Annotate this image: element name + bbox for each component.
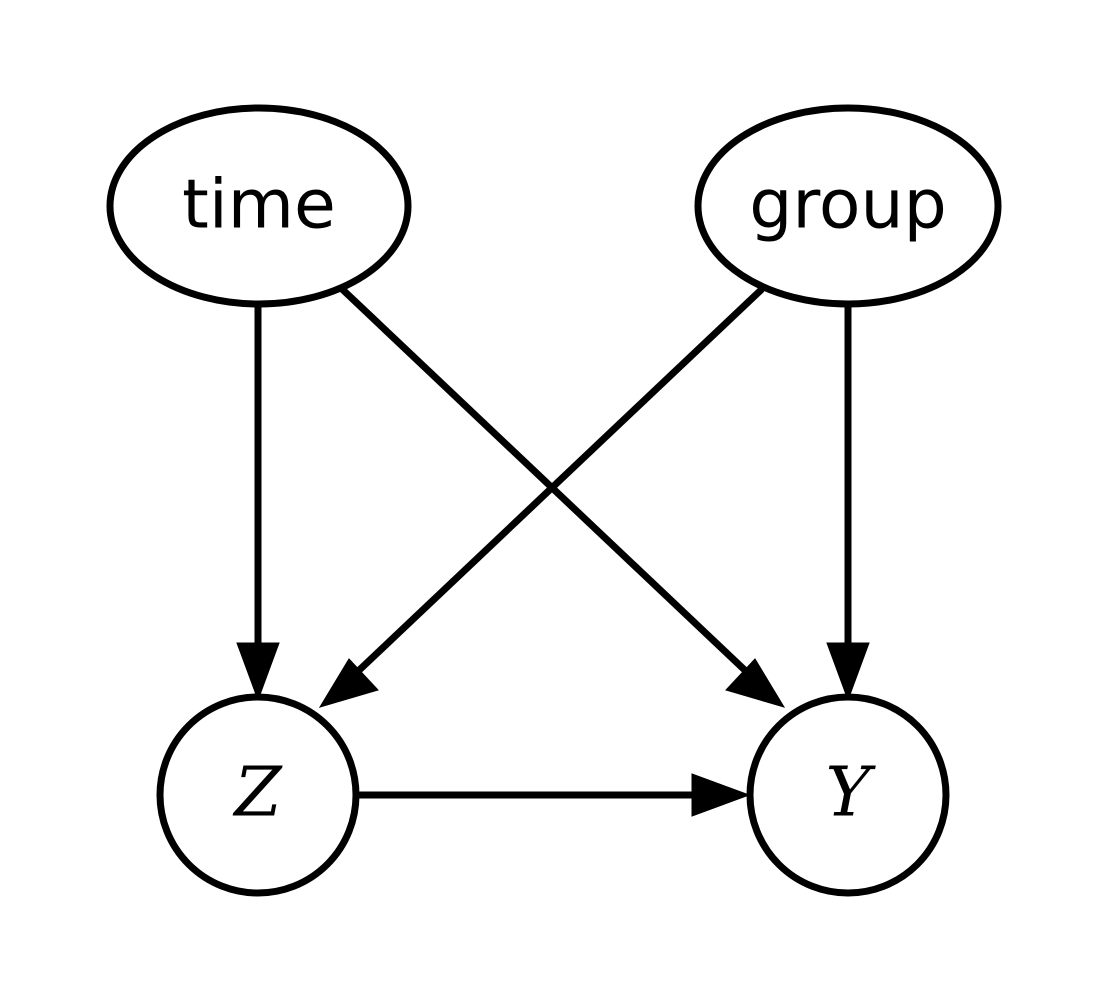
- edge-group-to-Z-line: [350, 286, 765, 679]
- node-Z[interactable]: Z: [156, 693, 360, 897]
- node-time-label: time: [182, 166, 336, 245]
- edge-group-to-Y-arrowhead: [826, 642, 870, 702]
- node-Y-label: Y: [826, 754, 877, 833]
- node-Z-shape[interactable]: [156, 693, 360, 897]
- edge-time-to-Y-line: [339, 286, 754, 679]
- node-group[interactable]: group: [694, 104, 1002, 308]
- edge-time-to-Y-arrowhead: [725, 658, 786, 708]
- edge-group-to-Z-arrowhead: [318, 658, 379, 708]
- edge-time-to-Y: [339, 286, 786, 708]
- edge-group-to-Z: [318, 286, 765, 708]
- node-time[interactable]: time: [106, 104, 412, 308]
- edge-Z-to-Y-arrowhead: [691, 773, 751, 817]
- node-group-label: group: [749, 166, 947, 245]
- node-Z-label: Z: [232, 754, 283, 833]
- node-Y[interactable]: Y: [746, 693, 950, 897]
- edge-group-to-Y: [826, 304, 870, 702]
- edge-time-to-Z-arrowhead: [236, 642, 280, 702]
- edge-Z-to-Y: [357, 773, 751, 817]
- node-time-shape[interactable]: [106, 104, 412, 308]
- node-Y-shape[interactable]: [746, 693, 950, 897]
- edge-time-to-Z: [236, 304, 280, 702]
- node-group-shape[interactable]: [694, 104, 1002, 308]
